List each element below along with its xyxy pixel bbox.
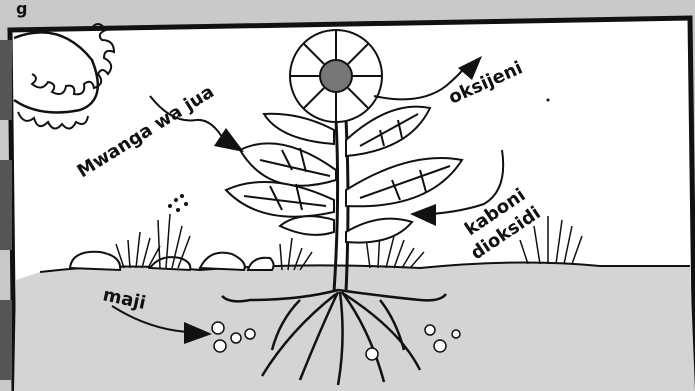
- left-tab-3: [0, 300, 12, 380]
- speck: [547, 99, 550, 102]
- soil: [14, 262, 695, 391]
- left-tab-2: [0, 160, 12, 250]
- sunflower-icon: [290, 30, 382, 122]
- left-tab-1: [0, 40, 12, 120]
- top-fragment-label: g: [16, 0, 27, 18]
